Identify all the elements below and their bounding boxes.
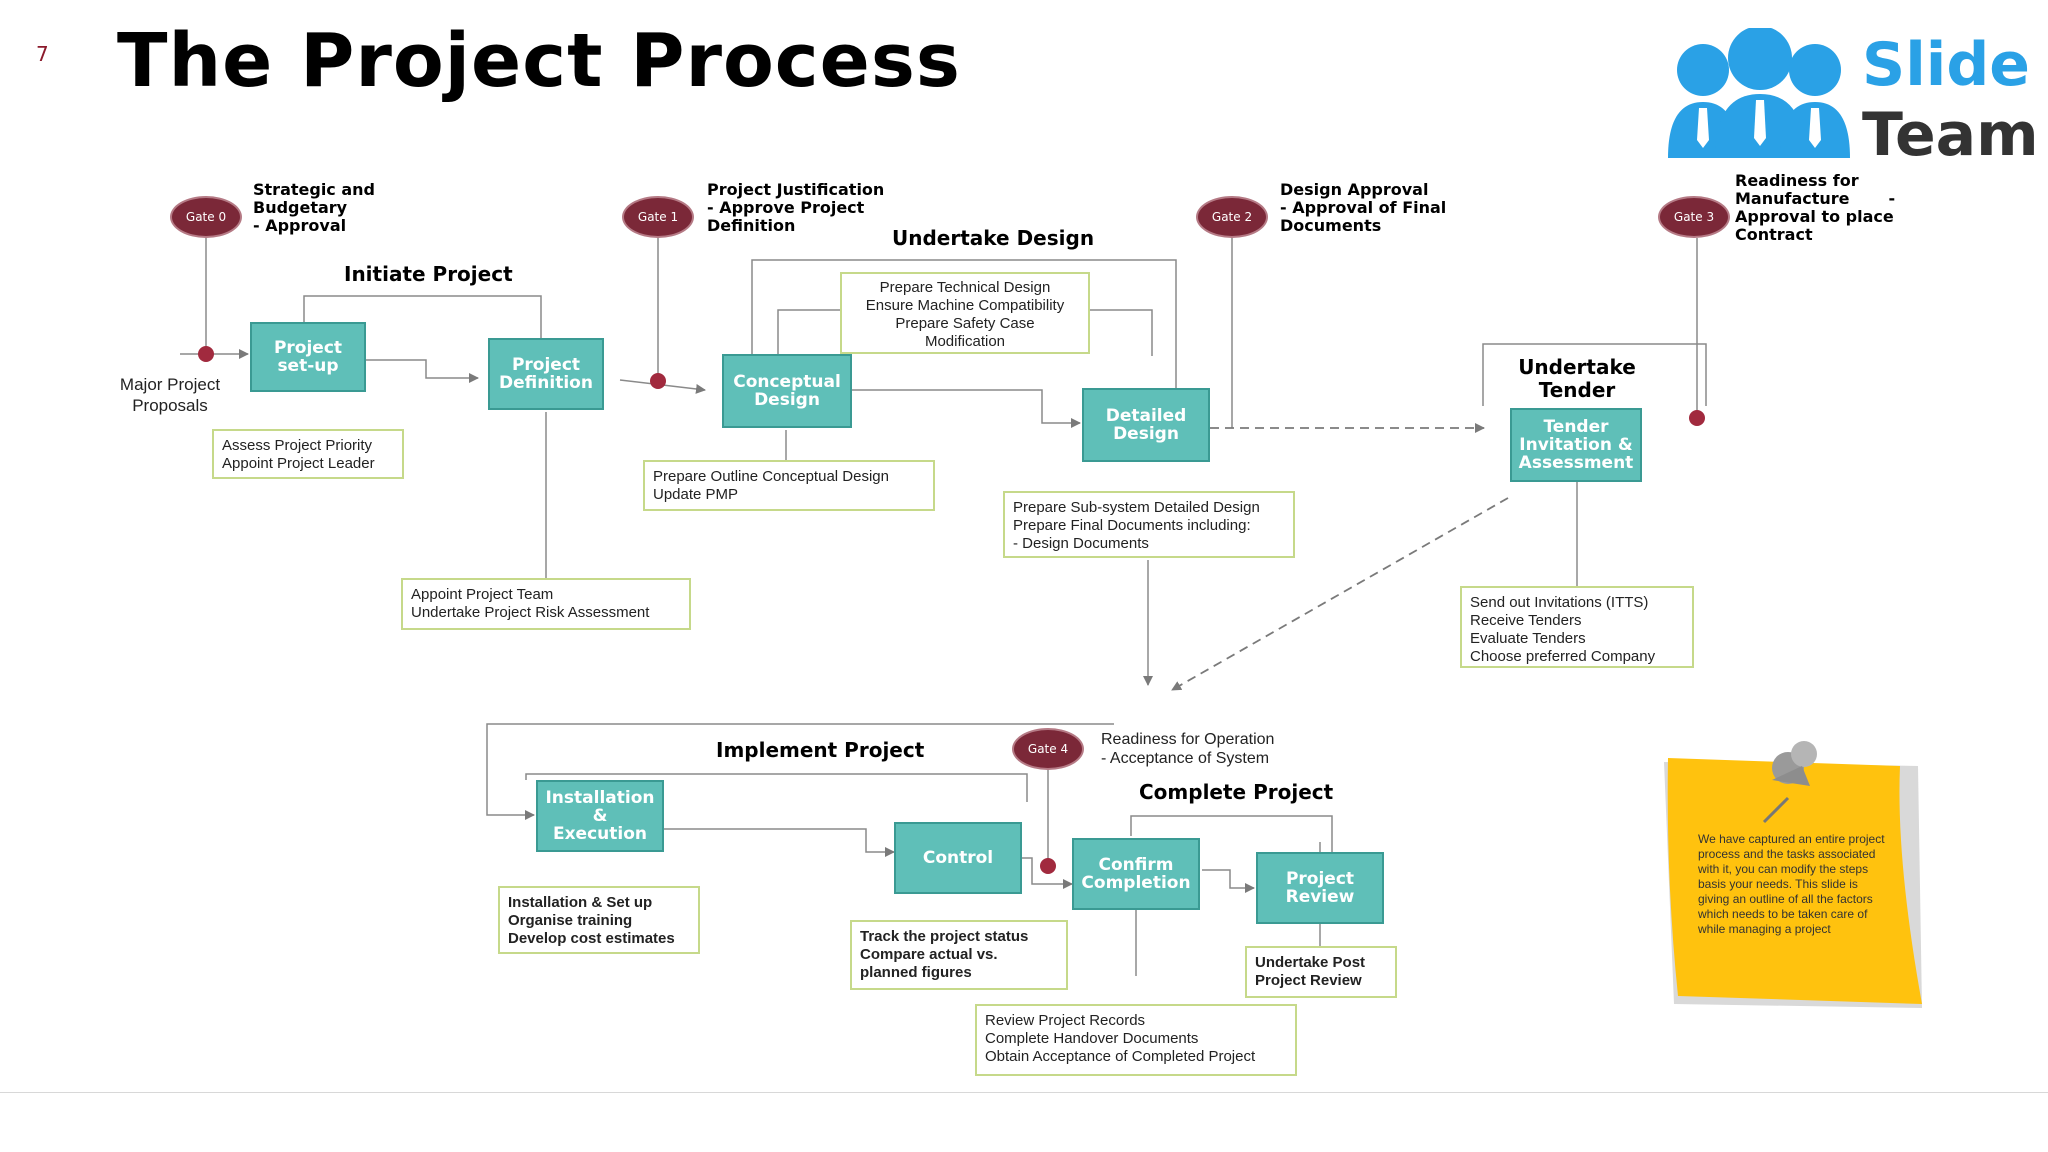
note-line: Ensure Machine Compatibility [865,297,1065,314]
gate-1-badge: Gate 1 [622,196,694,238]
note-project-setup: Assess Project Priority Appoint Project … [212,429,404,479]
step-detailed-design: Detailed Design [1082,388,1210,462]
note-line: Modification [924,333,1006,350]
sticky-note [1664,741,1922,1008]
step-tender-invitation-assessment: Tender Invitation & Assessment [1510,408,1642,482]
note-line: Send out Invitations (ITTS) [1470,594,1649,611]
section-undertake-design: Undertake Design [892,226,1095,250]
note-line: Update PMP [653,486,739,503]
note-line: Obtain Acceptance of Completed Project [985,1048,1256,1065]
gate-0-label: Strategic and Budgetary - Approval [253,180,375,235]
note-line: Track the project status [860,928,1029,945]
note-technical-design: Prepare Technical Design Ensure Machine … [840,272,1090,354]
note-installation: Installation & Set up Organise training … [498,886,700,954]
note-line: Installation & Set up [508,894,653,911]
gate-2-label: Design Approval - Approval of Final Docu… [1280,180,1447,235]
footer-divider [0,1092,2048,1093]
section-complete-project: Complete Project [1139,780,1334,804]
gate-4-caption: Readiness for Operation - Acceptance of … [1101,731,1275,767]
note-line: Appoint Project Leader [222,455,375,472]
step-control: Control [894,822,1022,894]
note-line: Prepare Safety Case [895,315,1035,332]
note-line: Organise training [508,912,633,929]
note-line: Receive Tenders [1470,612,1582,629]
note-project-definition: Appoint Project Team Undertake Project R… [401,578,691,630]
note-line: Choose preferred Company [1470,648,1656,665]
note-line: Undertake Post [1255,954,1366,971]
note-line: Prepare Technical Design [879,279,1051,296]
step-installation-execution: Installation & Execution [536,780,664,852]
note-line: Project Review [1255,972,1362,989]
note-line: Compare actual vs. [860,946,998,963]
note-line: Evaluate Tenders [1470,630,1586,647]
major-project-proposals-label: Major Project Proposals [119,375,221,415]
note-line: planned figures [860,964,972,981]
gate-1-label: Project Justification - Approve Project … [707,180,885,235]
step-project-review: Project Review [1256,852,1384,924]
gate-3-badge: Gate 3 [1658,196,1730,238]
note-line: Prepare Final Documents including: [1013,517,1251,534]
note-conceptual-design: Prepare Outline Conceptual Design Update… [643,460,935,511]
gate-3-label: Readiness for Manufacture - Approval to … [1735,171,1896,244]
section-undertake-tender: Undertake Tender [1518,355,1636,402]
section-initiate-project: Initiate Project [344,262,513,286]
note-tender: Send out Invitations (ITTS) Receive Tend… [1460,586,1694,668]
slide-title: The Project Process [117,18,961,104]
note-line: - Design Documents [1013,535,1149,552]
note-project-review: Undertake Post Project Review [1245,946,1397,998]
gate-0-badge: Gate 0 [170,196,242,238]
slide-number: 7 [36,42,49,66]
logo-text-team: Team [1862,100,2039,170]
step-conceptual-design: Conceptual Design [722,354,852,428]
gate-2-badge: Gate 2 [1196,196,1268,238]
gate-4-badge: Gate 4 [1012,728,1084,770]
step-confirm-completion: Confirm Completion [1072,838,1200,910]
note-line: Prepare Sub-system Detailed Design [1013,499,1260,516]
note-line: Undertake Project Risk Assessment [411,604,650,621]
slideteam-logo [1668,28,1850,158]
logo-text-slide: Slide [1862,30,2030,100]
note-line: Appoint Project Team [411,586,554,603]
note-line: Prepare Outline Conceptual Design [653,468,889,485]
step-project-setup: Project set-up [250,322,366,392]
note-detailed-design: Prepare Sub-system Detailed Design Prepa… [1003,491,1295,558]
step-project-definition: Project Definition [488,338,604,410]
note-control: Track the project status Compare actual … [850,920,1068,990]
note-line: Assess Project Priority [222,437,373,454]
sticky-note-text: We have captured an entire project proce… [1698,832,1885,936]
note-confirm-completion: Review Project Records Complete Handover… [975,1004,1297,1076]
section-implement-project: Implement Project [716,738,925,762]
note-line: Complete Handover Documents [985,1030,1199,1047]
note-line: Review Project Records [985,1012,1146,1029]
note-line: Develop cost estimates [508,930,675,947]
